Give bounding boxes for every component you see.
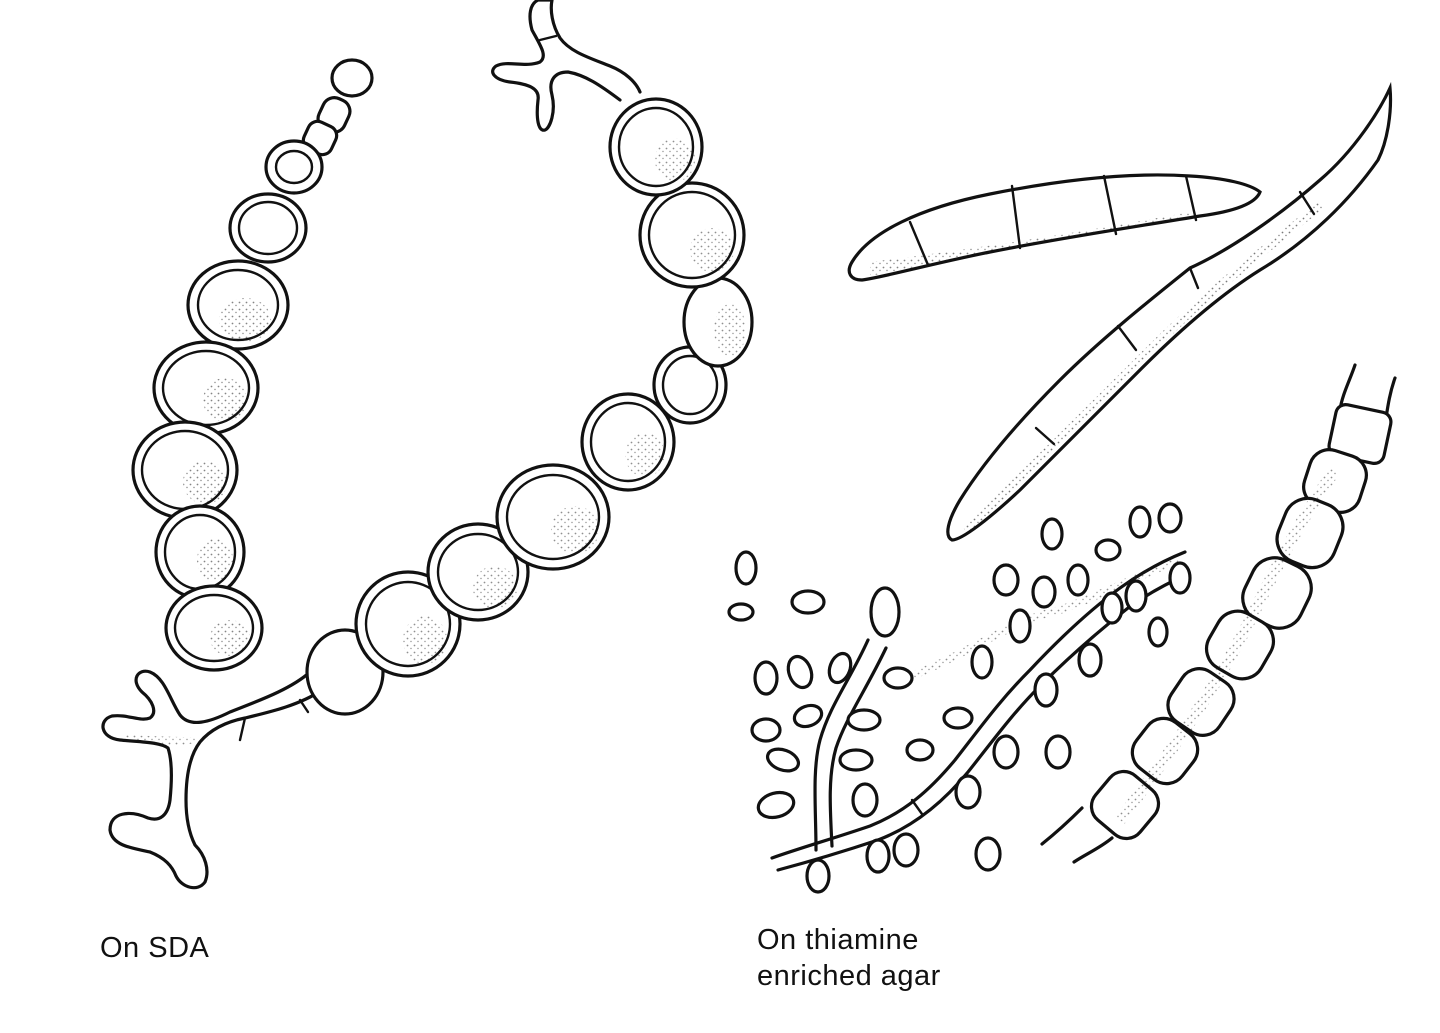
left-spore-chain — [131, 58, 374, 672]
branch-tip-conidium — [869, 586, 901, 638]
thiamine-drawing — [727, 81, 1397, 894]
caption-on-thiamine-agar: On thiamine enriched agar — [757, 922, 941, 994]
tapered-hypha — [946, 81, 1393, 542]
terminal-spore — [330, 58, 374, 98]
caption-thiamine-line1: On thiamine — [757, 924, 919, 956]
top-branched-hypha — [491, 0, 642, 132]
right-spore-chain — [305, 97, 754, 716]
sda-drawing — [101, 0, 754, 890]
branched-hypha-base — [101, 669, 324, 890]
macroconidium — [847, 173, 1262, 282]
caption-on-sda-text: On SDA — [100, 932, 210, 964]
microconidia — [727, 502, 1192, 894]
microconidia-hyphae — [727, 502, 1192, 894]
caption-on-sda: On SDA — [100, 930, 209, 966]
caption-thiamine-line2: enriched agar — [757, 960, 941, 992]
moniliform-hypha — [1040, 363, 1397, 864]
